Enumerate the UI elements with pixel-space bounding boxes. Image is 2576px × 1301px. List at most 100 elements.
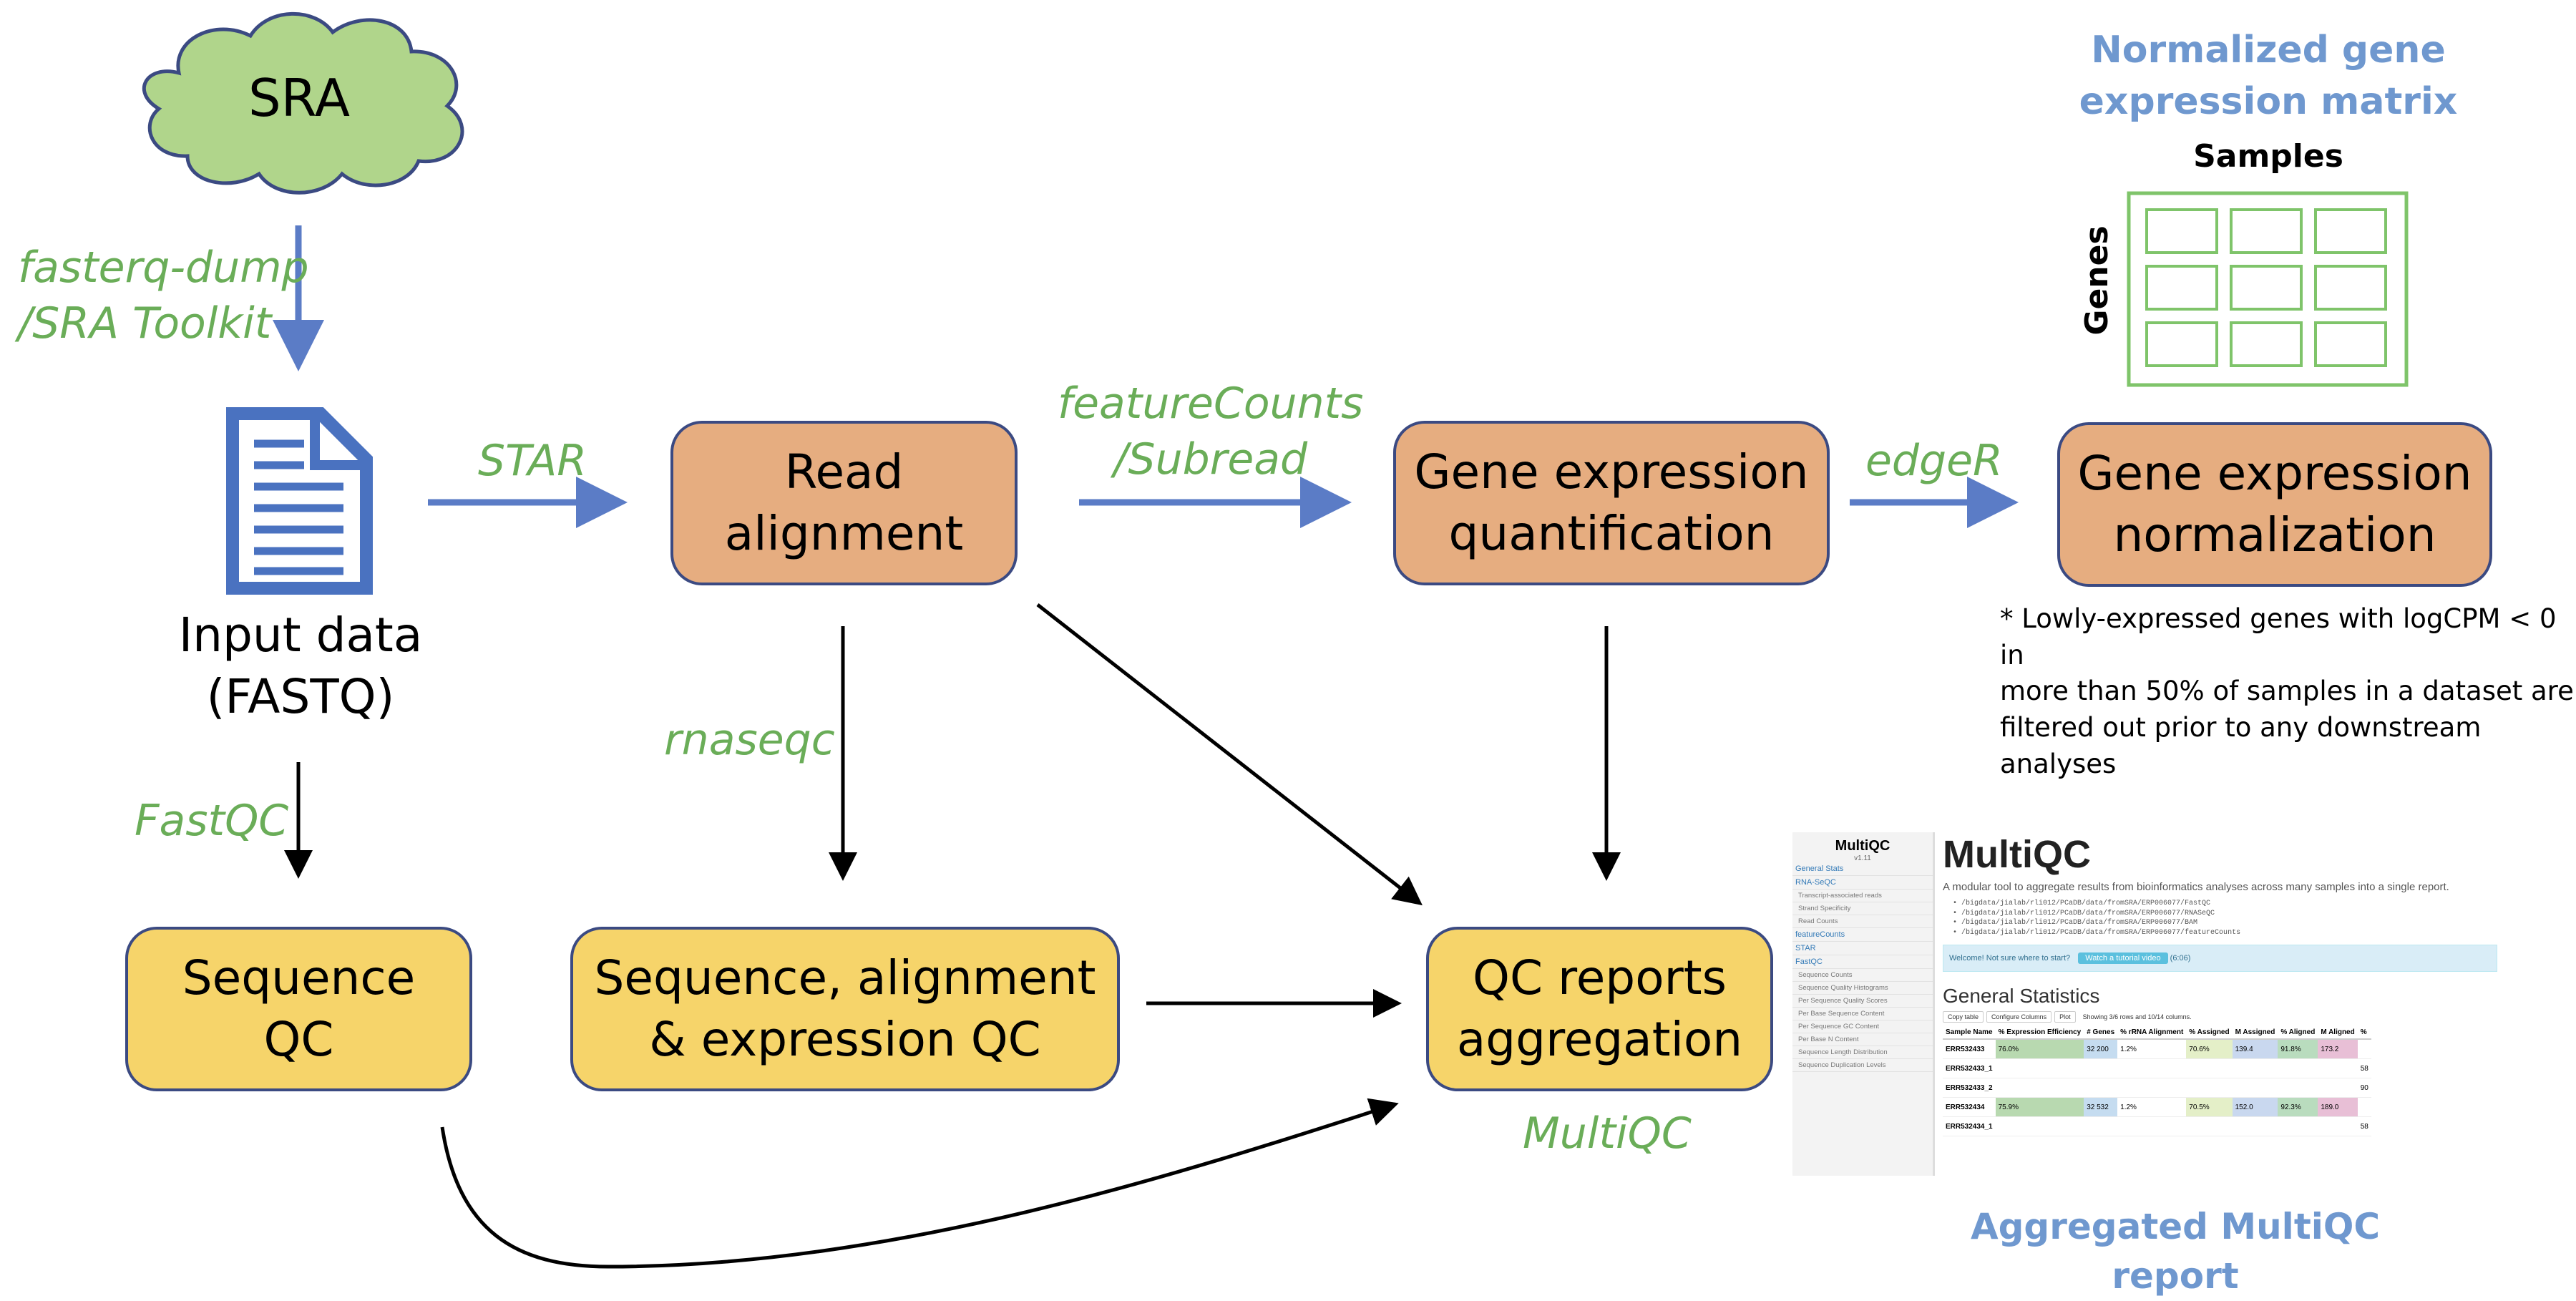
star-label: STAR bbox=[478, 436, 587, 486]
multiqc-table-cell bbox=[2117, 1078, 2187, 1098]
multiqc-command-list: • /bigdata/jialab/rli012/PCaDB/data/from… bbox=[1953, 899, 2497, 937]
multiqc-nav-item[interactable]: Per Sequence GC Content bbox=[1792, 1020, 1933, 1033]
multiqc-version: v1.11 bbox=[1854, 854, 1871, 862]
sra-label: SRA bbox=[248, 68, 351, 128]
qc-reports-aggregation-box: QC reports aggregation bbox=[1426, 927, 1773, 1091]
multiqc-description: A modular tool to aggregate results from… bbox=[1943, 881, 2449, 893]
fasterq-dump-label: fasterq-dump /SRA Toolkit bbox=[18, 243, 309, 349]
featurecounts-label: featureCounts /Subread bbox=[1058, 379, 1364, 484]
multiqc-table-cell: 173.2 bbox=[2318, 1039, 2358, 1059]
multiqc-table-cell bbox=[2318, 1116, 2358, 1136]
arrow-alignment-to-qc-aggregation bbox=[1036, 603, 1423, 906]
multiqc-table-cell: 32 532 bbox=[2084, 1097, 2118, 1117]
multiqc-table-cell bbox=[2357, 1039, 2371, 1059]
multiqc-header-logo: MultiQC bbox=[1943, 833, 2091, 876]
multiqc-table-cell: 75.9% bbox=[1995, 1097, 2084, 1117]
multiqc-table-cell bbox=[2186, 1116, 2233, 1136]
multiqc-table-cell: 139.4 bbox=[2232, 1039, 2278, 1059]
gene-expression-normalization-box: Gene expression normalization bbox=[2057, 422, 2492, 587]
multiqc-toolbar-item[interactable]: Plot bbox=[2054, 1011, 2076, 1023]
multiqc-table-cell bbox=[2278, 1058, 2318, 1078]
multiqc-table-header[interactable]: Sample Name bbox=[1943, 1026, 1996, 1040]
multiqc-table-cell bbox=[1995, 1058, 2084, 1078]
multiqc-table-header[interactable]: M Assigned bbox=[2232, 1026, 2278, 1040]
multiqc-table-cell: 92.3% bbox=[2278, 1097, 2318, 1117]
multiqc-nav-item[interactable]: Read Counts bbox=[1792, 915, 1933, 928]
table-row: ERR532433_1 58 bbox=[1943, 1058, 2371, 1078]
multiqc-table-cell bbox=[1995, 1078, 2084, 1098]
multiqc-table-cell bbox=[2117, 1058, 2187, 1078]
multiqc-command-line: • /bigdata/jialab/rli012/PCaDB/data/from… bbox=[1953, 928, 2241, 937]
multiqc-table-header[interactable]: M Aligned bbox=[2318, 1026, 2358, 1040]
multiqc-tutorial-button[interactable]: Watch a tutorial video bbox=[2078, 952, 2168, 964]
input-data-label: Input data (FASTQ) bbox=[178, 608, 423, 724]
multiqc-table-cell: 70.6% bbox=[2186, 1039, 2233, 1059]
multiqc-table-cell: 1.2% bbox=[2117, 1039, 2187, 1059]
multiqc-table-header[interactable]: % Expression Efficiency bbox=[1995, 1026, 2084, 1040]
gene-expression-quantification-box: Gene expression quantification bbox=[1393, 421, 1830, 585]
multiqc-nav-item[interactable]: Sequence Duplication Levels bbox=[1792, 1059, 1933, 1072]
multiqc-table-header[interactable]: % rRNA Alignment bbox=[2117, 1026, 2187, 1040]
multiqc-table-cell: ERR532434_1 bbox=[1943, 1116, 1996, 1136]
multiqc-command-line: • /bigdata/jialab/rli012/PCaDB/data/from… bbox=[1953, 909, 2215, 917]
multiqc-table-header[interactable]: % Assigned bbox=[2186, 1026, 2233, 1040]
multiqc-nav-item[interactable]: General Stats bbox=[1792, 862, 1933, 876]
expression-matrix-grid bbox=[2127, 191, 2409, 387]
multiqc-nav-item[interactable]: Sequence Quality Histograms bbox=[1792, 982, 1933, 995]
multiqc-table-cell: 189.0 bbox=[2318, 1097, 2358, 1117]
multiqc-table-cell bbox=[2117, 1116, 2187, 1136]
arrow-sequence-qc-to-qc-aggregation bbox=[440, 1098, 1399, 1269]
multiqc-sidebar-logo: MultiQC bbox=[1835, 838, 1890, 854]
multiqc-table-cell bbox=[2084, 1078, 2118, 1098]
multiqc-nav-item[interactable]: FastQC bbox=[1792, 955, 1933, 969]
multiqc-nav-item[interactable]: RNA-SeQC bbox=[1792, 876, 1933, 890]
multiqc-nav-item[interactable]: featureCounts bbox=[1792, 928, 1933, 942]
multiqc-general-statistics-title: General Statistics bbox=[1943, 985, 2100, 1007]
multiqc-nav-item[interactable]: Transcript-associated reads bbox=[1792, 890, 1933, 902]
multiqc-table-cell: ERR532433_1 bbox=[1943, 1058, 1996, 1078]
multiqc-nav-item[interactable]: Sequence Counts bbox=[1792, 969, 1933, 982]
multiqc-table-cell: 76.0% bbox=[1995, 1039, 2084, 1059]
matrix-rows-label: Genes bbox=[2079, 225, 2115, 335]
multiqc-table-cell: 58 bbox=[2357, 1116, 2371, 1136]
multiqc-nav-item[interactable]: Per Sequence Quality Scores bbox=[1792, 995, 1933, 1008]
rnaseqc-label: rnaseqc bbox=[664, 715, 835, 765]
multiqc-nav-item[interactable]: Strand Specificity bbox=[1792, 902, 1933, 915]
multiqc-welcome-banner: Welcome! Not sure where to start? Watch … bbox=[1943, 945, 2497, 972]
multiqc-nav-item[interactable]: Per Base N Content bbox=[1792, 1033, 1933, 1046]
multiqc-table-cell bbox=[2186, 1078, 2233, 1098]
multiqc-table-cell: ERR532434 bbox=[1943, 1097, 1996, 1117]
multiqc-table-cell bbox=[2278, 1116, 2318, 1136]
multiqc-table-cell: 90 bbox=[2357, 1078, 2371, 1098]
aggregated-report-caption: Aggregated MultiQC report bbox=[1970, 1206, 2381, 1297]
read-alignment-box: Read alignment bbox=[670, 421, 1018, 585]
multiqc-table-cell bbox=[2318, 1058, 2358, 1078]
multiqc-table-header[interactable]: % bbox=[2357, 1026, 2371, 1040]
multiqc-command-line: • /bigdata/jialab/rli012/PCaDB/data/from… bbox=[1953, 900, 2211, 907]
multiqc-main-panel: MultiQC A modular tool to aggregate resu… bbox=[1943, 832, 2497, 1176]
multiqc-table-cell bbox=[2278, 1078, 2318, 1098]
multiqc-table-cell bbox=[1995, 1116, 2084, 1136]
multiqc-toolbar-item: Showing 3/6 rows and 10/14 columns. bbox=[2082, 1013, 2192, 1020]
multiqc-table-cell bbox=[2232, 1116, 2278, 1136]
multiqc-table-cell: 70.5% bbox=[2186, 1097, 2233, 1117]
multiqc-toolbar-item[interactable]: Copy table bbox=[1943, 1011, 1984, 1023]
edger-label: edgeR bbox=[1865, 436, 2003, 486]
multiqc-table-cell bbox=[2084, 1058, 2118, 1078]
multiqc-toolbar-item[interactable]: Configure Columns bbox=[1986, 1011, 2052, 1023]
multiqc-nav-item[interactable]: Sequence Length Distribution bbox=[1792, 1046, 1933, 1059]
multiqc-nav-item[interactable]: Per Base Sequence Content bbox=[1792, 1008, 1933, 1020]
sequence-qc-box: Sequence QC bbox=[125, 927, 472, 1091]
normalized-matrix-title: Normalized gene expression matrix bbox=[2079, 29, 2458, 123]
multiqc-table-header[interactable]: % Aligned bbox=[2278, 1026, 2318, 1040]
multiqc-table-header[interactable]: # Genes bbox=[2084, 1026, 2118, 1040]
matrix-columns-label: Samples bbox=[2193, 138, 2343, 175]
multiqc-table-cell: 58 bbox=[2357, 1058, 2371, 1078]
multiqc-nav-item[interactable]: STAR bbox=[1792, 942, 1933, 955]
